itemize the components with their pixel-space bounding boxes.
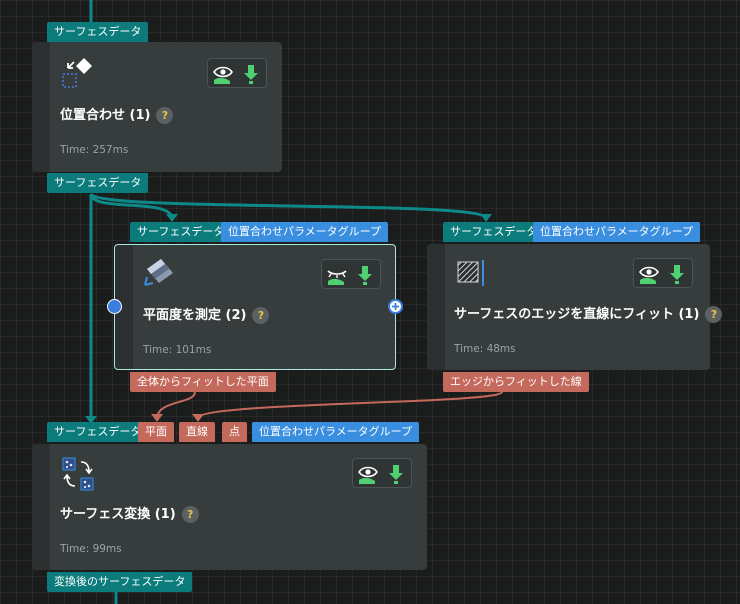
flatness-input-port-params[interactable]: 位置合わせパラメータグループ [221,222,389,242]
node-title-text: サーフェスのエッジを直線にフィット (1) [454,307,700,322]
edge-line-title: サーフェスのエッジを直線にフィット (1)? [454,303,723,323]
download-icon[interactable] [385,463,407,485]
arrow-transform-in [85,416,97,424]
measure-flatness-node[interactable]: 平面度を測定 (2)? Time: 101ms [114,244,396,370]
flatness-time: Time: 101ms [143,344,212,356]
eye-icon[interactable] [357,463,379,485]
node-title-text: 平面度を測定 (2) [143,308,247,323]
flatness-icon [144,259,173,286]
transform-input-port-params[interactable]: 位置合わせパラメータグループ [252,422,420,442]
transform-icon [62,457,94,491]
node-title-text: サーフェス変換 (1) [60,507,176,522]
transform-time: Time: 99ms [60,543,122,555]
flatness-output-port[interactable]: 全体からフィットした平面 [130,372,276,392]
wire-align-to-flatness [89,193,174,219]
wire-line [197,391,503,419]
alignment-title: 位置合わせ (1)? [60,104,174,124]
surface-transform-node[interactable]: サーフェス変換 (1)? Time: 99ms [32,444,427,570]
wire-align-to-edge [89,192,488,220]
help-icon[interactable]: ? [705,306,723,323]
alignment-node[interactable]: 位置合わせ (1)? Time: 257ms [32,42,282,172]
node-action-buttons [633,258,693,288]
edge-line-time: Time: 48ms [454,343,516,355]
arrow-flatness-in [166,214,178,222]
alignment-time: Time: 257ms [60,144,129,156]
download-icon[interactable] [666,263,688,285]
transform-output-port[interactable]: 変換後のサーフェスデータ [47,572,193,592]
arrow-plane-in [151,414,163,422]
add-connector-icon[interactable] [388,299,403,314]
download-icon[interactable] [354,264,376,286]
flatness-input-port-surface[interactable]: サーフェスデータ [130,222,232,242]
transform-input-port-point[interactable]: 点 [222,422,247,442]
eye-icon[interactable] [638,263,660,285]
arrow-line-in [192,414,204,422]
eye-closed-icon[interactable] [326,264,348,286]
wire-plane [156,391,196,419]
edge-line-icon [457,260,484,286]
flatness-title: 平面度を測定 (2)? [143,304,270,324]
edge-input-port-surface[interactable]: サーフェスデータ [443,222,545,242]
transform-title: サーフェス変換 (1)? [60,503,199,523]
alignment-input-port[interactable]: サーフェスデータ [47,22,149,42]
transform-input-port-plane[interactable]: 平面 [138,422,174,442]
transform-input-port-line[interactable]: 直線 [179,422,215,442]
help-icon[interactable]: ? [181,506,199,523]
alignment-icon [62,58,92,88]
node-action-buttons [207,58,267,88]
edge-input-port-params[interactable]: 位置合わせパラメータグループ [533,222,701,242]
node-stripe [32,444,50,570]
fit-edge-line-node[interactable]: サーフェスのエッジを直線にフィット (1)? Time: 48ms [427,244,723,370]
eye-icon[interactable] [212,63,234,85]
arrow-edge-in [480,214,492,222]
download-icon[interactable] [240,63,262,85]
edge-output-port[interactable]: エッジからフィットした線 [443,372,589,392]
alignment-output-port[interactable]: サーフェスデータ [47,173,149,193]
input-connector-dot[interactable] [107,299,122,314]
node-stripe [115,245,133,369]
help-icon[interactable]: ? [252,307,270,324]
plus-icon [392,303,399,310]
node-action-buttons [352,458,412,488]
node-action-buttons [321,259,381,289]
node-stripe [32,42,50,172]
transform-input-port-surface[interactable]: サーフェスデータ [47,422,149,442]
node-title-text: 位置合わせ (1) [60,108,151,123]
node-stripe [427,244,445,370]
help-icon[interactable]: ? [156,107,174,124]
